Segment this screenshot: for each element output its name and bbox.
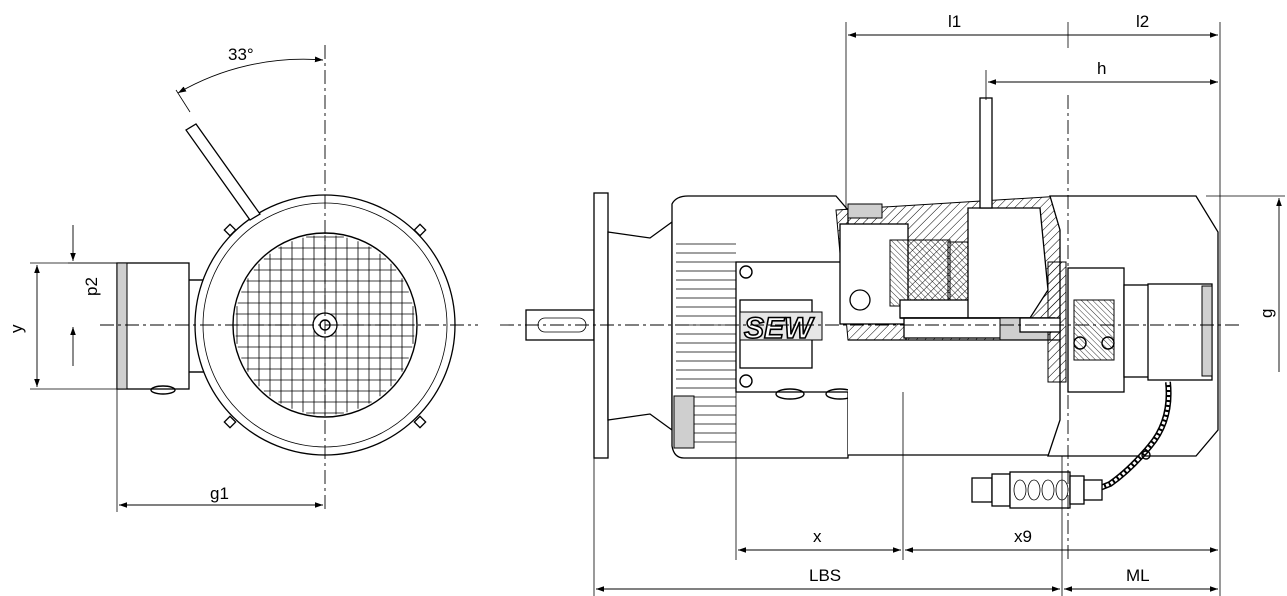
ml-dimension-label: ML bbox=[1126, 566, 1150, 585]
g-dimension-label: g bbox=[1257, 309, 1276, 318]
g1-dimension-label: g1 bbox=[210, 484, 229, 503]
y-dimension-label: y bbox=[7, 324, 26, 333]
hand-release-lever bbox=[186, 124, 260, 220]
l1-dimension-label: l1 bbox=[948, 12, 961, 31]
l2-dimension-label: l2 bbox=[1136, 12, 1149, 31]
h-dimension-label: h bbox=[1097, 59, 1106, 78]
lbs-dimension-label: LBS bbox=[809, 566, 841, 585]
end-view: 33° y p2 g1 bbox=[7, 45, 478, 512]
side-view: SEW bbox=[500, 12, 1285, 596]
angle-arc bbox=[178, 59, 323, 93]
flange bbox=[594, 193, 608, 458]
x9-dimension-label: x9 bbox=[1014, 527, 1032, 546]
brand-logo: SEW bbox=[744, 312, 815, 345]
x-dimension-label: x bbox=[813, 527, 822, 546]
p2-dimension-label: p2 bbox=[82, 277, 101, 296]
angle-label: 33° bbox=[228, 45, 254, 64]
cable-connector bbox=[972, 472, 1102, 508]
release-lever-side bbox=[980, 98, 992, 208]
terminal-box bbox=[117, 263, 205, 394]
